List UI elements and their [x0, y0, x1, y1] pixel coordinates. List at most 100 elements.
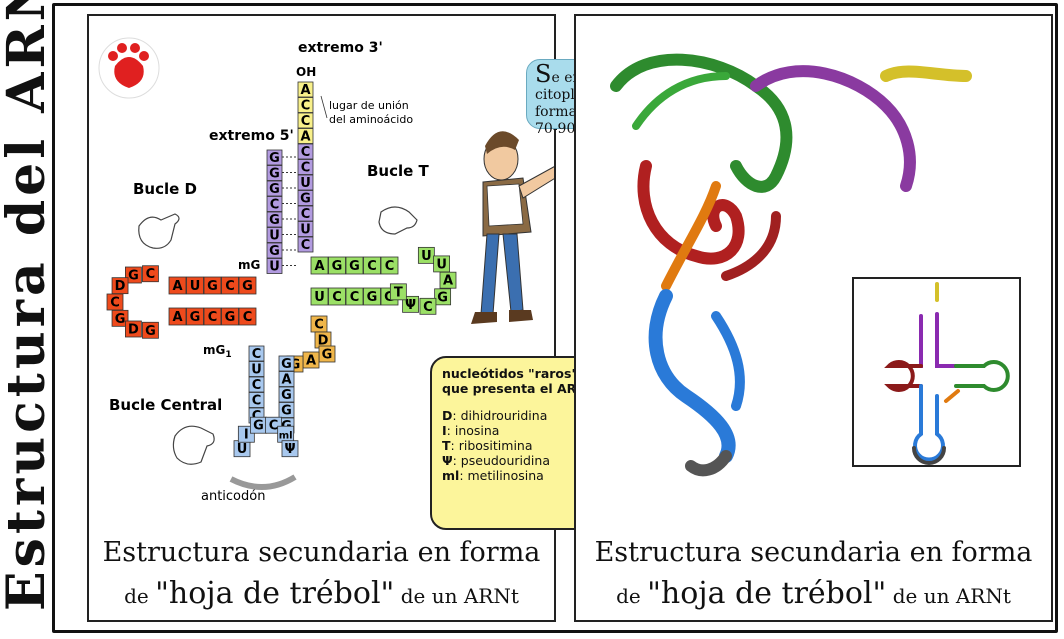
mg-label: mG [238, 258, 260, 272]
right-panel: Estructura secundaria en forma de "hoja … [574, 14, 1053, 622]
t-stem-nt: A [310, 256, 329, 275]
svg-text:G: G [281, 388, 292, 403]
svg-text:G: G [190, 310, 201, 325]
svg-text:G: G [290, 358, 301, 373]
svg-text:C: C [243, 310, 253, 325]
t-stem-nt: G [328, 256, 346, 275]
svg-text:G: G [269, 167, 280, 182]
d-loop-nt: D [125, 320, 142, 337]
t-loop-nt: Ψ [402, 295, 419, 313]
svg-text:A: A [314, 259, 324, 274]
legend-item: I: inosina [442, 423, 500, 438]
outer-frame [52, 3, 1058, 633]
svg-text:A: A [300, 83, 310, 98]
teacher-figure-icon [471, 131, 554, 324]
bubble-initial: S [535, 60, 552, 88]
svg-text:C: C [423, 300, 433, 315]
d-stem-nt: C [238, 307, 257, 326]
maestro-logo-icon [98, 37, 160, 99]
svg-text:G: G [242, 279, 253, 294]
svg-text:G: G [437, 290, 448, 305]
t-stem-nt: C [328, 287, 346, 306]
acceptor-5-nt: U [266, 227, 283, 244]
d-stem-nt: G [238, 276, 257, 295]
anticodon-stem-nt: G [278, 355, 295, 372]
svg-text:A: A [306, 354, 316, 369]
acceptor-3-nt: C [297, 205, 314, 222]
hand-icon-t [378, 206, 418, 235]
svg-text:G: G [367, 290, 378, 305]
svg-text:C: C [332, 290, 342, 305]
acceptor-3-nt: C [297, 97, 314, 114]
svg-text:U: U [190, 279, 201, 294]
d-stem-nt: C [221, 276, 239, 295]
right-caption-big: "hoja de trébol" [647, 576, 887, 611]
svg-text:G: G [269, 213, 280, 228]
cloverleaf-diagram: extremo 3' OH lugar de unión del aminoác… [98, 37, 554, 504]
svg-text:C: C [252, 394, 262, 409]
svg-text:U: U [300, 176, 311, 191]
anticodon-stem-nt: C [248, 392, 265, 409]
t-stem-nt: C [363, 256, 381, 275]
anticodon-stem-nt: A [278, 371, 295, 388]
anticodon-stem-nt: C [248, 345, 265, 362]
variable-loop-nt: C [310, 315, 328, 333]
svg-text:G: G [269, 182, 280, 197]
acceptor-5-nt: G [266, 165, 283, 182]
bucle-d-label: Bucle D [133, 180, 197, 198]
svg-text:G: G [332, 259, 343, 274]
extremo5-label: extremo 5' [209, 128, 294, 144]
anticodon-loop-nt: Ψ [281, 440, 299, 457]
left-panel: extremo 3' OH lugar de unión del aminoác… [87, 14, 686, 622]
svg-text:ml: ml [279, 431, 293, 442]
anticodon-stem-nt: C [248, 376, 265, 393]
svg-text:T: T [394, 285, 403, 300]
d-loop-nt: G [125, 266, 142, 284]
svg-text:D: D [115, 279, 126, 294]
t-stem-nt: U [310, 287, 329, 306]
svg-text:A: A [300, 130, 310, 145]
svg-text:C: C [301, 238, 311, 253]
svg-text:C: C [301, 145, 311, 160]
svg-text:C: C [225, 279, 235, 294]
svg-text:Ψ: Ψ [405, 298, 416, 313]
svg-text:G: G [384, 290, 395, 305]
left-caption-big: "hoja de trébol" [155, 576, 395, 611]
d-loop-nt: G [142, 321, 159, 339]
svg-text:D: D [128, 322, 139, 337]
acceptor-5-nt: G [266, 211, 283, 228]
svg-text:G: G [281, 404, 292, 419]
svg-text:U: U [300, 223, 311, 238]
svg-text:G: G [281, 357, 292, 372]
svg-text:I: I [244, 428, 249, 443]
svg-text:U: U [314, 290, 325, 305]
left-caption-post: de un ARNt [394, 584, 519, 608]
svg-text:C: C [385, 259, 395, 274]
right-caption-pre: de [616, 584, 648, 608]
trna-3d-model [610, 53, 1021, 477]
svg-text:C: C [270, 198, 280, 213]
inset-cloverleaf-icon [884, 282, 1010, 465]
legend-item: T: ribositimina [442, 438, 533, 453]
variable-loop-nt: A [302, 351, 320, 369]
legend-item: ml: metilinosina [442, 468, 544, 483]
svg-text:G: G [128, 269, 139, 284]
d-stem-nt: C [203, 307, 222, 326]
t-loop-nt: T [389, 283, 407, 300]
svg-text:G: G [322, 348, 333, 363]
d-stem-nt: A [168, 307, 187, 326]
t-stem-nt: G [363, 287, 381, 306]
svg-text:Ψ: Ψ [284, 442, 295, 457]
legend-title: nucleótidos "raros" que presenta el ARNt… [442, 366, 598, 396]
left-caption-line2: de "hoja de trébol" de un ARNt [89, 576, 554, 611]
acceptor-3-nt: C [297, 159, 314, 176]
acceptor-3-nt: U [297, 221, 314, 238]
svg-text:A: A [172, 310, 182, 325]
d-loop-nt: C [106, 293, 124, 311]
acceptor-5-nt: U [266, 258, 283, 275]
acceptor-3-nt: A [297, 81, 314, 98]
d-stem-nt: G [186, 307, 204, 326]
svg-text:C: C [301, 161, 311, 176]
acceptor-5-nt: G [266, 242, 283, 259]
